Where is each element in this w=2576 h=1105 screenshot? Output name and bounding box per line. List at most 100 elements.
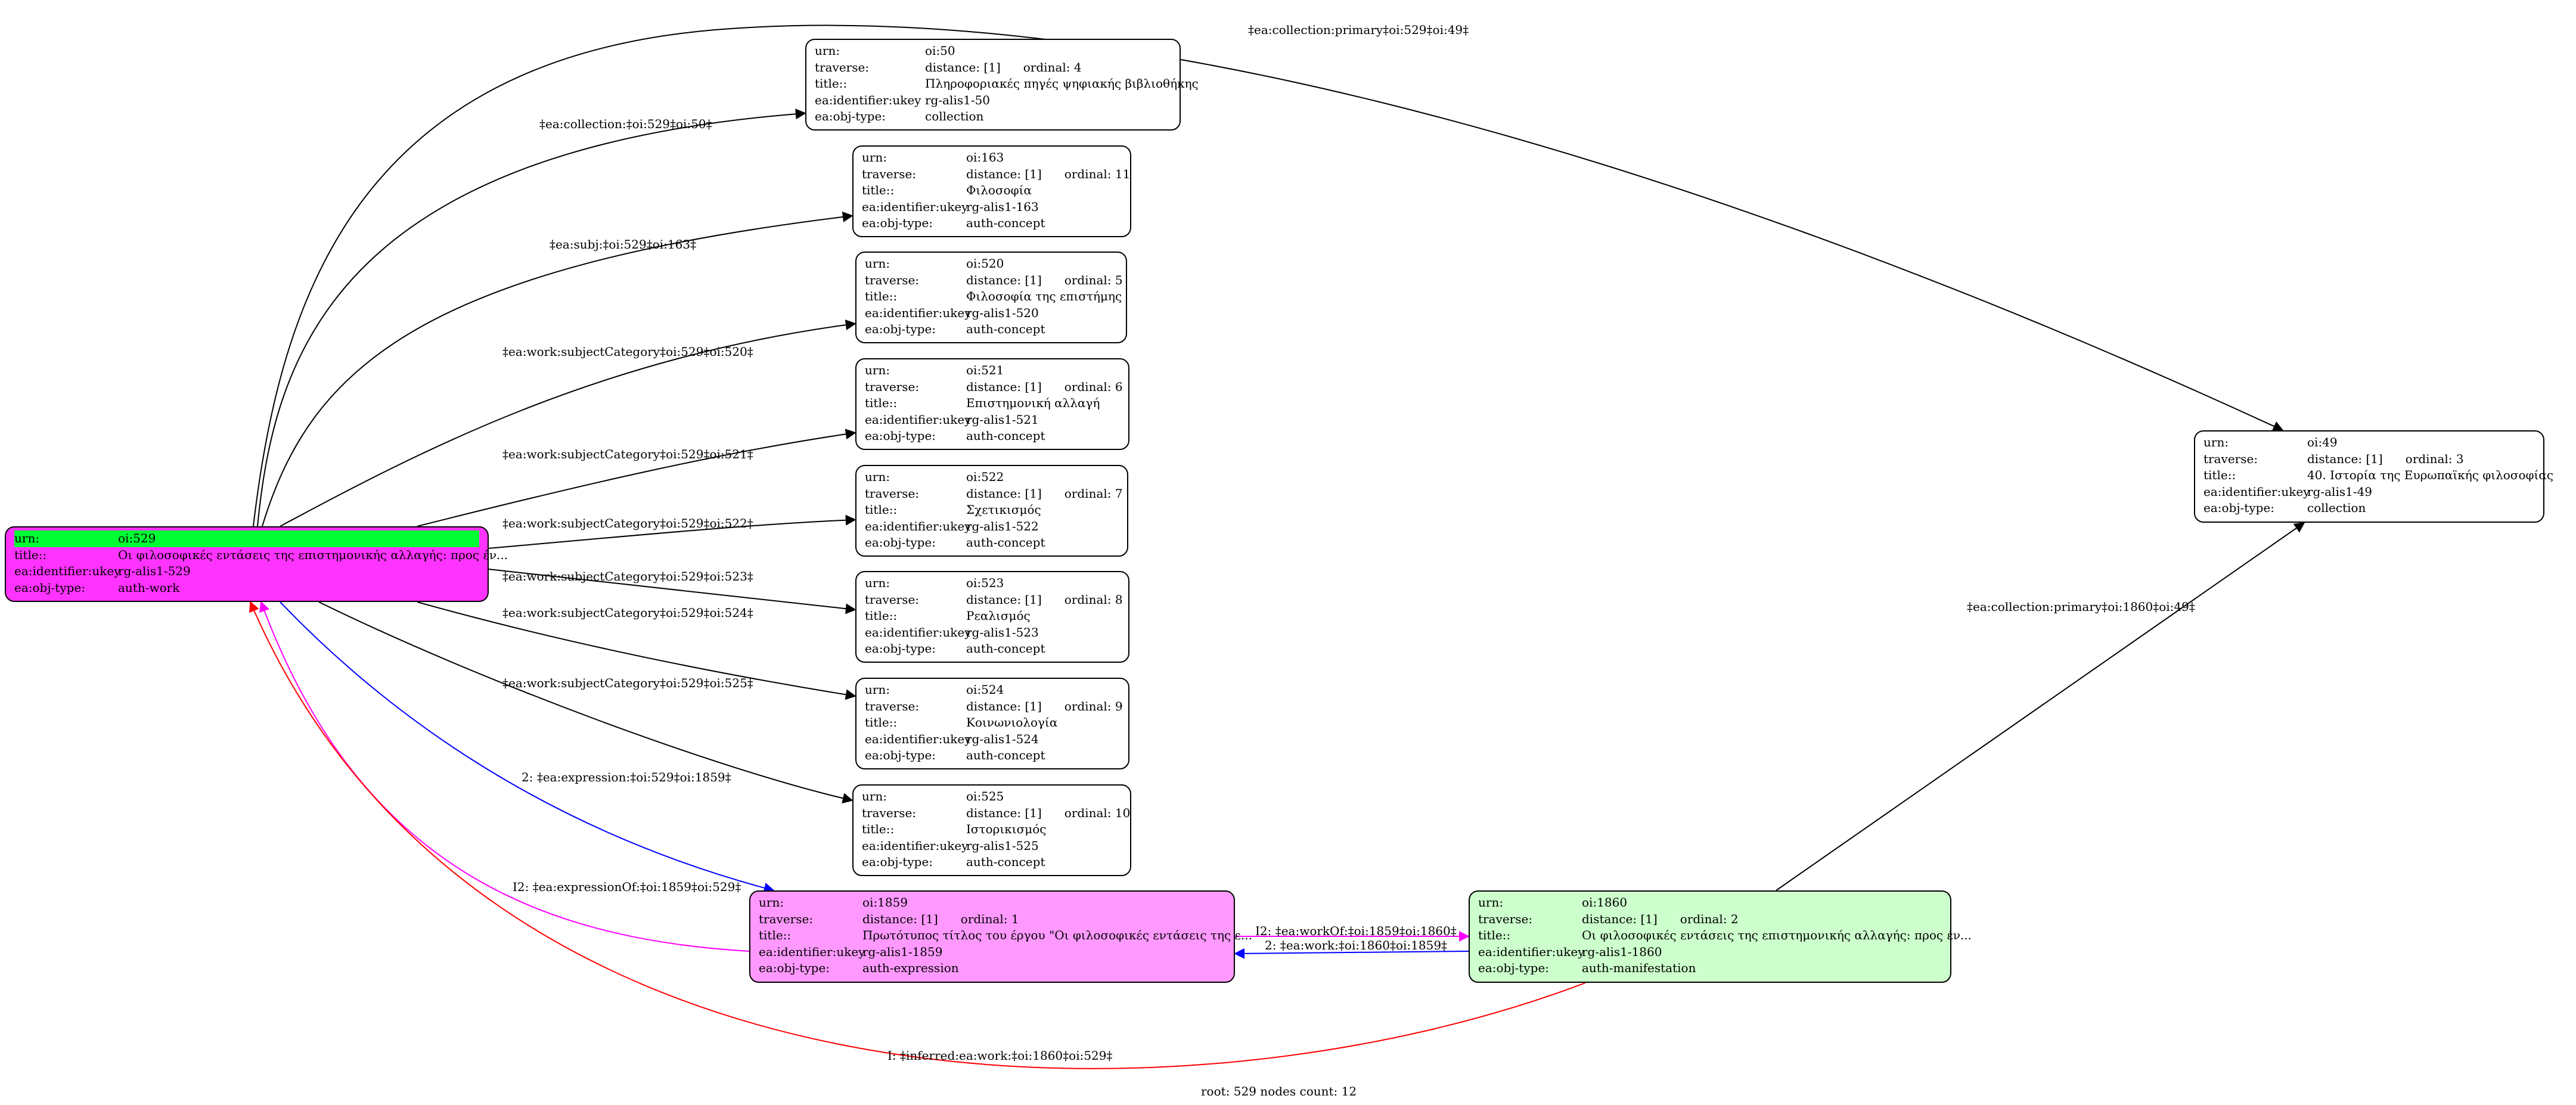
node-row-value: Πληροφοριακές πηγές ψηφιακής βιβλιοθήκης [925, 76, 1221, 92]
node-row-extra: ordinal: 1 [960, 911, 1019, 926]
node-row-value: auth-concept [966, 535, 1119, 551]
node-row-value: rg-alis1-49 [2307, 484, 2535, 501]
node-row-value: Επιστημονική αλλαγή [966, 395, 1122, 412]
node-row-value: distance: [1]ordinal: 8 [966, 592, 1146, 609]
node-row-value: distance: [1]ordinal: 5 [966, 272, 1146, 289]
node-row: title::Οι φιλοσοφικές εντάσεις της επιστ… [1478, 927, 1972, 944]
node-row-key: ea:identifier:ukey [865, 412, 972, 427]
node-row-value-text: rg-alis1-521 [966, 412, 1039, 427]
node-row-value-text: auth-manifestation [1582, 961, 1696, 975]
node-row: urn:oi:50 [815, 43, 1171, 60]
node-row-value: rg-alis1-520 [966, 305, 1118, 322]
node-row-value-text: oi:50 [925, 44, 955, 58]
node-row-key: urn: [759, 895, 784, 910]
node-row-value-text: oi:521 [966, 363, 1004, 377]
node-row-value-text: rg-alis1-163 [966, 199, 1039, 214]
node-row-value-text: oi:522 [966, 470, 1004, 484]
node-row-value: auth-expression [862, 960, 1225, 977]
node-row: title::Οι φιλοσοφικές εντάσεις της επιστ… [14, 547, 508, 564]
edge-label-work1860: 2: ‡ea:work:‡oi:1860‡oi:1859‡ [1265, 938, 1448, 952]
node-row: urn:oi:522 [865, 469, 1119, 486]
node-row: ea:obj-type:auth-concept [865, 641, 1120, 657]
node-row-value-text: auth-concept [966, 429, 1045, 443]
node-row-key: ea:identifier:ukey [14, 564, 121, 578]
node-row: traverse:distance: [1]ordinal: 11 [862, 166, 1130, 183]
node-row-key: urn: [862, 789, 887, 803]
node-row: ea:obj-type:auth-concept [862, 215, 1122, 232]
node-row-extra: ordinal: 7 [1064, 486, 1123, 501]
edge-coll49a [253, 24, 2284, 527]
node-row-value: distance: [1]ordinal: 1 [862, 911, 1225, 928]
node-row-value: oi:49 [2307, 434, 2535, 451]
node-row-key: traverse: [865, 379, 920, 394]
node-row: ea:obj-type: auth-manifestation [1478, 960, 1942, 977]
node-row-key: ea:identifier:ukey [865, 519, 972, 533]
node-row-value-text: oi:523 [966, 576, 1004, 590]
node-row: ea:obj-type:collection [815, 108, 1171, 125]
node-row-value-text: oi:1859 [862, 895, 908, 910]
node-row-value: auth-concept [966, 641, 1120, 657]
node-row-value: distance: [1]ordinal: 6 [966, 379, 1146, 396]
node-row-extra: ordinal: 2 [1680, 911, 1739, 926]
node-row-value-text: rg-alis1-1860 [1582, 944, 1662, 959]
node-row-key: ea:obj-type: [2203, 501, 2275, 515]
node-row-key: title:: [862, 183, 895, 197]
node-row-value: rg-alis1-163 [966, 199, 1122, 216]
edge-sc521 [417, 429, 856, 527]
node-row-key: ea:identifier:ukey [862, 199, 969, 214]
node-row-key: ea:obj-type: [862, 855, 933, 869]
edge-label-subj163: ‡ea:subj:‡oi:529‡oi:163‡ [550, 237, 697, 252]
node-row: urn: oi:1859 [759, 895, 1225, 911]
node-row: urn:oi:520 [865, 256, 1118, 272]
node-row: urn:oi:163 [862, 150, 1122, 166]
node-row-key: ea:obj-type: [865, 429, 936, 443]
node-row-key: ea:obj-type: [865, 748, 936, 762]
node-row-key: ea:identifier:ukey [759, 944, 865, 959]
node-row-value-text: auth-concept [966, 641, 1045, 656]
node-row-value-text: oi:520 [966, 256, 1004, 271]
node-row-value: Κοινωνιολογία [966, 715, 1120, 731]
node-row-value: 40. Ιστορία της Ευρωπαϊκής φιλοσοφίας [2307, 467, 2576, 484]
node-row: traverse:distance: [1]ordinal: 1 [759, 911, 1225, 928]
node-row-value-text: distance: [1] [966, 805, 1042, 820]
node-row-value-text: Οι φιλοσοφικές εντάσεις της επιστημονική… [118, 547, 508, 562]
node-row-key: urn: [1478, 895, 1504, 910]
node-row-value: auth-concept [966, 854, 1122, 871]
node-row: traverse:distance: [1]ordinal: 7 [865, 486, 1123, 502]
node-row-value: oi:1860 [1582, 895, 1942, 911]
node-row-value: distance: [1]ordinal: 4 [925, 60, 1171, 76]
node-row-value: oi:523 [966, 575, 1120, 592]
node-row-value: rg-alis1-524 [966, 731, 1120, 748]
node-row: title::Ιστορικισμός [862, 821, 1122, 838]
node-row: ea:obj-type:auth-expression [759, 960, 1225, 977]
node-row-value-text: Επιστημονική αλλαγή [966, 396, 1100, 410]
node-row-key: traverse: [865, 272, 920, 287]
node-row-key: urn: [2203, 435, 2229, 449]
node-row: title::40. Ιστορία της Ευρωπαϊκής φιλοσο… [2203, 467, 2553, 484]
node-row-key: ea:obj-type: [862, 216, 933, 230]
node-row-value-text: distance: [1] [925, 60, 1001, 75]
node-row-value: distance: [1]ordinal: 3 [2307, 451, 2535, 468]
node-row-key: ea:obj-type: [1478, 961, 1550, 975]
node-row-value: distance: [1]ordinal: 7 [966, 486, 1146, 502]
node-row-value-text: distance: [1] [966, 272, 1042, 287]
node-row-key: title:: [759, 928, 792, 942]
node-row: title::Επιστημονική αλλαγή [865, 395, 1120, 412]
edge-label-sc523: ‡ea:work:subjectCategory‡oi:529‡oi:523‡ [502, 569, 753, 583]
node-row-key: urn: [865, 576, 890, 590]
